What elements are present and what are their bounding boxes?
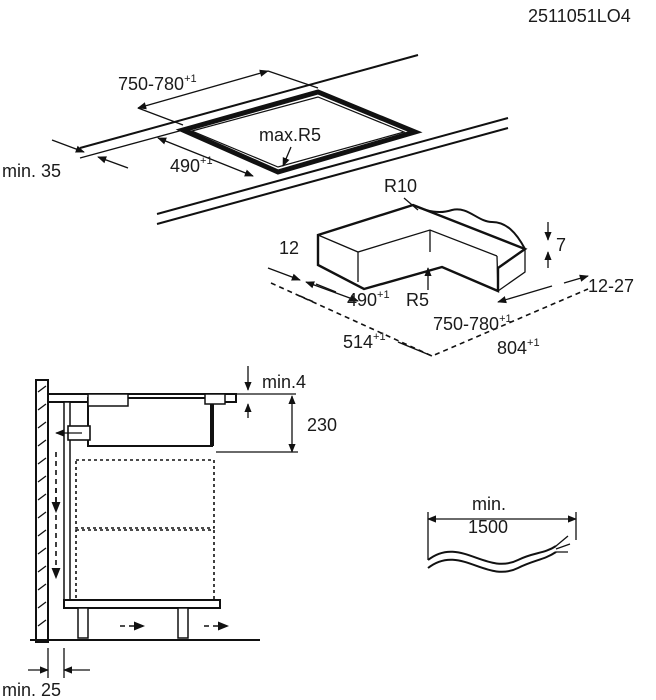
cutout-depth-dimension — [157, 137, 254, 177]
plinth-leg-2 — [177, 607, 189, 639]
cutout-radius-label: max.R5 — [259, 125, 321, 145]
cutout-depth-label: 490+1 — [170, 155, 213, 176]
wall-gap-label: min. 25 — [2, 680, 61, 700]
cable-length-label: min. — [472, 494, 506, 514]
document-code: 2511051LO4 — [528, 6, 631, 26]
cutout-radius-leader — [282, 146, 292, 167]
cutout-width-dimension — [137, 69, 269, 110]
frame-width-label: 750-780+1 — [433, 313, 512, 334]
power-cable — [427, 545, 557, 565]
drawer-upper — [75, 459, 215, 529]
frame-outer-width-label: 804+1 — [497, 337, 540, 358]
drawer-lower — [75, 529, 215, 601]
gap-top-label: min.4 — [262, 372, 306, 392]
frame-range-label: 12-27 — [588, 276, 634, 296]
frame-ledge-arrow — [267, 267, 301, 281]
edge-distance-arrow-2 — [97, 156, 129, 169]
frame-profile-drawing — [267, 197, 589, 357]
frame-depth-dimension — [305, 281, 359, 302]
frame-cut-edge — [412, 204, 526, 250]
installation-section-drawing — [28, 366, 298, 678]
frame-depth-label: 490+1 — [347, 289, 390, 310]
cutout-width-label: 750-780+1 — [118, 73, 197, 94]
frame-width-dimension — [497, 285, 553, 304]
frame-footprint-dashed — [270, 282, 589, 357]
worktop-cutout-drawing — [51, 54, 509, 225]
frame-outer-depth-label: 514+1 — [343, 331, 386, 352]
frame-ledge-label: 12 — [279, 238, 299, 258]
cabinet-bottom — [63, 599, 221, 609]
unit-height-label: 230 — [307, 415, 337, 435]
frame-range-arrow — [563, 274, 589, 284]
plinth-leg-1 — [77, 607, 89, 639]
power-cable-drawing — [427, 512, 577, 573]
frame-height-label: 7 — [556, 235, 566, 255]
worktop-front-edge-lower — [156, 127, 509, 225]
cable-wire-ends — [555, 535, 571, 553]
frame-radius-outer-label: R10 — [384, 176, 417, 196]
edge-distance-label: min. 35 — [2, 161, 61, 181]
edge-distance-arrow-1 — [51, 139, 85, 153]
cable-length-value: 1500 — [468, 517, 508, 537]
frame-radius-inner-label: R5 — [406, 290, 429, 310]
worktop-front-edge-upper — [156, 117, 509, 215]
frame-radius-outer-leader — [403, 197, 419, 211]
wall — [35, 379, 49, 643]
